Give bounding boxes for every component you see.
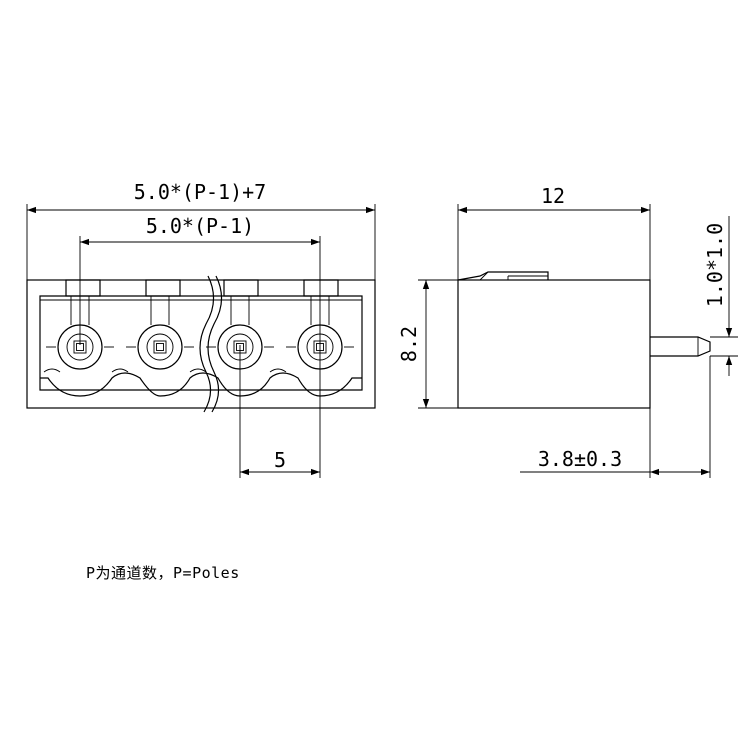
overall-width-label: 5.0*(P-1)+7 (134, 180, 266, 204)
side-view: 12 8.2 1.0*1.0 3.8±0.3 (397, 184, 738, 478)
height-label: 8.2 (397, 326, 421, 362)
screw-hole-2 (126, 296, 194, 370)
side-housing (457, 279, 651, 409)
screw-hole-4 (286, 296, 354, 370)
front-scallops (40, 372, 362, 397)
front-view: 5.0*(P-1)+7 5.0*(P-1) 5 (26, 180, 376, 478)
poles-note: P为通道数，P=Poles (86, 564, 240, 582)
pin-square-label: 1.0*1.0 (703, 223, 727, 307)
depth-label: 12 (541, 184, 565, 208)
pitch-label: 5 (274, 448, 286, 472)
screw-holes (46, 296, 354, 370)
pole-tabs (65, 279, 339, 297)
pitch-span-label: 5.0*(P-1) (146, 214, 254, 238)
break-lines (199, 275, 223, 413)
front-housing (26, 279, 376, 409)
side-pin (650, 336, 711, 357)
pin-length-label: 3.8±0.3 (538, 447, 622, 471)
